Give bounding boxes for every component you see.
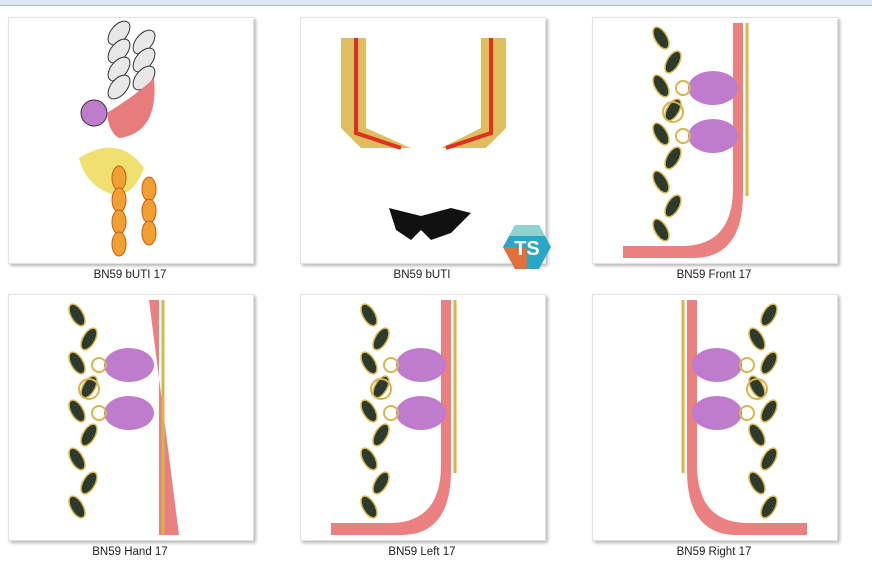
file-thumbnail[interactable] — [300, 17, 546, 264]
embroidery-design-image — [68, 300, 179, 535]
file-name-label[interactable]: BN59 Left 17 — [388, 546, 456, 558]
embroidery-design-image — [341, 38, 506, 240]
file-item[interactable]: BN59 Hand 17 — [8, 294, 300, 571]
file-item[interactable]: BN59 bUTI 17 — [8, 17, 300, 294]
file-thumbnail[interactable] — [592, 294, 838, 541]
embroidery-design-image — [681, 300, 807, 535]
file-name-label[interactable]: BN59 bUTI 17 — [93, 269, 167, 281]
file-name-label[interactable]: BN59 Front 17 — [676, 269, 752, 281]
file-thumbnail[interactable] — [8, 17, 254, 264]
svg-text:TS: TS — [514, 238, 540, 260]
file-name-label[interactable]: BN59 bUTI — [393, 269, 451, 281]
file-thumbnail[interactable] — [300, 294, 546, 541]
embroidery-design-image — [623, 23, 749, 258]
file-item[interactable]: BN59 Front 17 — [592, 17, 872, 294]
embroidery-design-image — [331, 300, 457, 535]
file-name-label[interactable]: BN59 Right 17 — [676, 546, 752, 558]
file-item[interactable]: BN59 bUTI — [300, 17, 592, 294]
ts-watermark-logo: TS — [503, 225, 551, 269]
embroidery-design-image — [79, 20, 157, 257]
window-top-bar — [0, 0, 872, 6]
file-thumbnail[interactable] — [592, 17, 838, 264]
file-item[interactable]: BN59 Right 17 — [592, 294, 872, 571]
file-name-label[interactable]: BN59 Hand 17 — [92, 546, 168, 558]
file-thumbnail[interactable] — [8, 294, 254, 541]
file-item[interactable]: BN59 Left 17 — [300, 294, 592, 571]
